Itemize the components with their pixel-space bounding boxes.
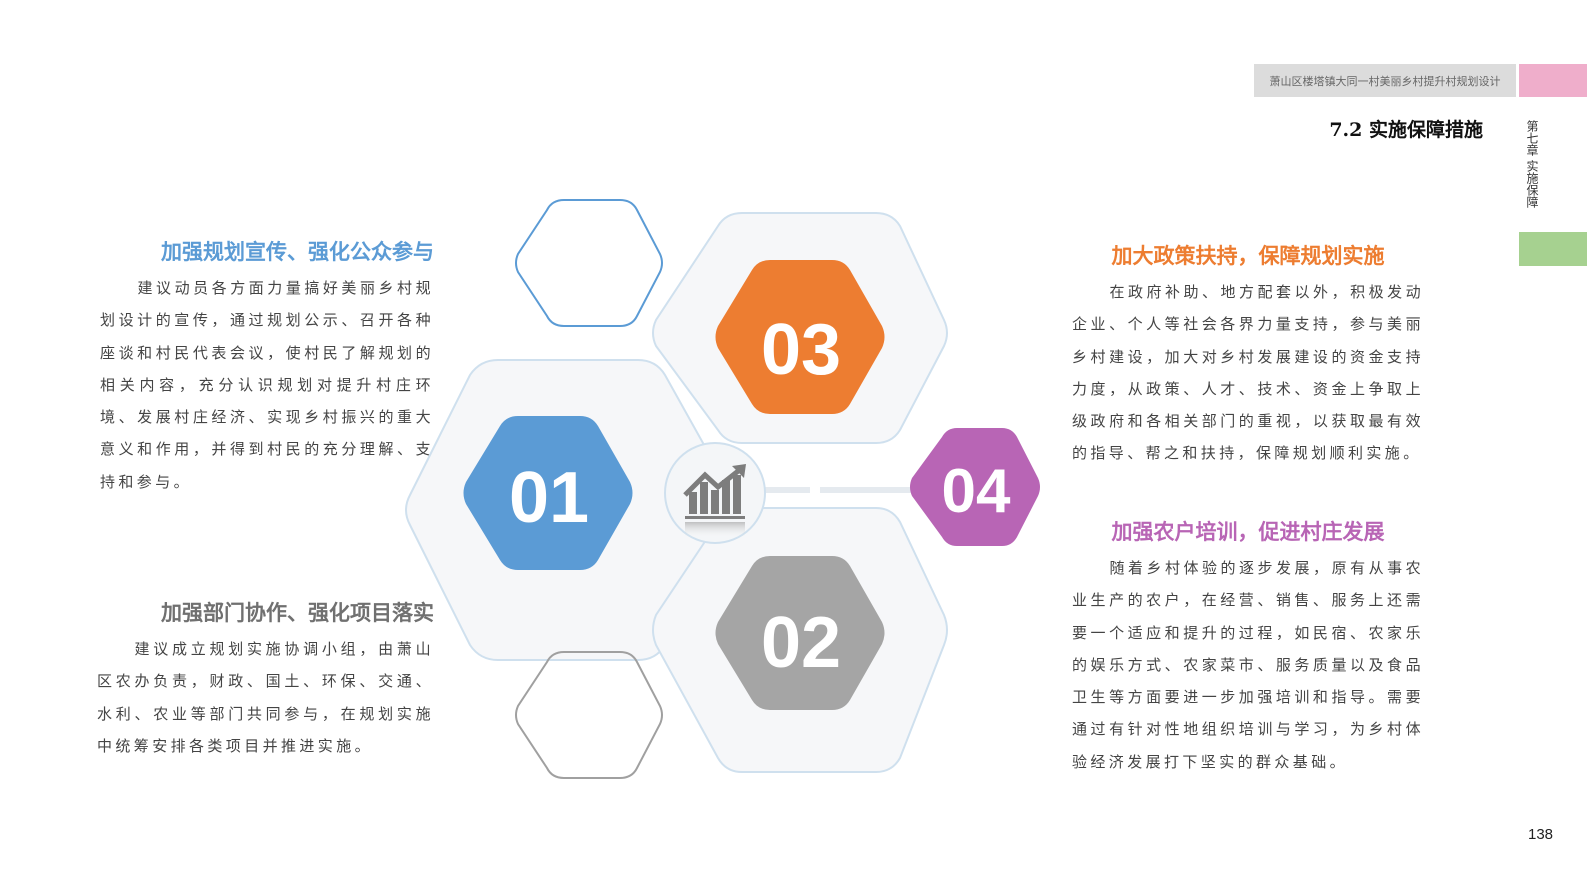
svg-text:03: 03 bbox=[761, 310, 841, 390]
hexagon-02: 02 bbox=[715, 556, 885, 710]
measure-block-04: 加强农户培训，促进村庄发展 随着乡村体验的逐步发展，原有从事农业生产的农户，在经… bbox=[1072, 516, 1424, 778]
measure-body: 在政府补助、地方配套以外，积极发动企业、个人等社会各界力量支持，参与美丽乡村建设… bbox=[1072, 283, 1424, 463]
page-number: 138 bbox=[1528, 826, 1554, 843]
project-title-bar: 萧山区楼塔镇大同一村美丽乡村提升村规划设计 bbox=[1254, 64, 1516, 97]
measure-body: 随着乡村体验的逐步发展，原有从事农业生产的农户，在经营、销售、服务上还需要一个适… bbox=[1072, 559, 1424, 771]
section-title: 7.2 实施保障措施 bbox=[1329, 119, 1483, 141]
measure-block-03: 加大政策扶持，保障规划实施 在政府补助、地方配套以外，积极发动企业、个人等社会各… bbox=[1072, 240, 1424, 470]
outline-hexagon-bottom bbox=[515, 651, 663, 779]
growth-chart-icon bbox=[683, 464, 746, 538]
measure-body: 建议动员各方面力量搞好美丽乡村规划设计的宣传，通过规划公示、召开各种座谈和村民代… bbox=[100, 279, 434, 491]
svg-text:01: 01 bbox=[509, 458, 589, 538]
hexagon-04: 04 bbox=[910, 428, 1040, 546]
pink-tab-marker bbox=[1519, 64, 1587, 97]
measure-title: 加强规划宣传、强化公众参与 bbox=[161, 239, 434, 264]
outline-hexagon-top bbox=[515, 199, 663, 327]
project-title: 萧山区楼塔镇大同一村美丽乡村提升村规划设计 bbox=[1269, 74, 1501, 88]
measure-block-01: 加强规划宣传、强化公众参与 建议动员各方面力量搞好美丽乡村规划设计的宣传，通过规… bbox=[100, 236, 434, 498]
svg-text:02: 02 bbox=[761, 603, 841, 683]
hexagon-03: 03 bbox=[715, 260, 885, 414]
measure-title: 加强农户培训，促进村庄发展 bbox=[1111, 519, 1385, 544]
measure-title: 加大政策扶持，保障规划实施 bbox=[1111, 243, 1385, 268]
measure-body: 建议成立规划实施协调小组，由萧山区农办负责，财政、国土、环保、交通、水利、农业等… bbox=[97, 640, 434, 755]
hexagon-01: 01 bbox=[463, 416, 633, 570]
measure-block-02: 加强部门协作、强化项目落实 建议成立规划实施协调小组，由萧山区农办负责，财政、国… bbox=[97, 597, 434, 762]
chapter-label: 第七章 实施保障 bbox=[1525, 120, 1539, 208]
hexagon-diagram: 01 03 02 04 bbox=[405, 199, 1040, 779]
measure-title: 加强部门协作、强化项目落实 bbox=[161, 600, 434, 625]
svg-text:04: 04 bbox=[942, 457, 1011, 526]
green-tab-marker bbox=[1519, 232, 1587, 266]
